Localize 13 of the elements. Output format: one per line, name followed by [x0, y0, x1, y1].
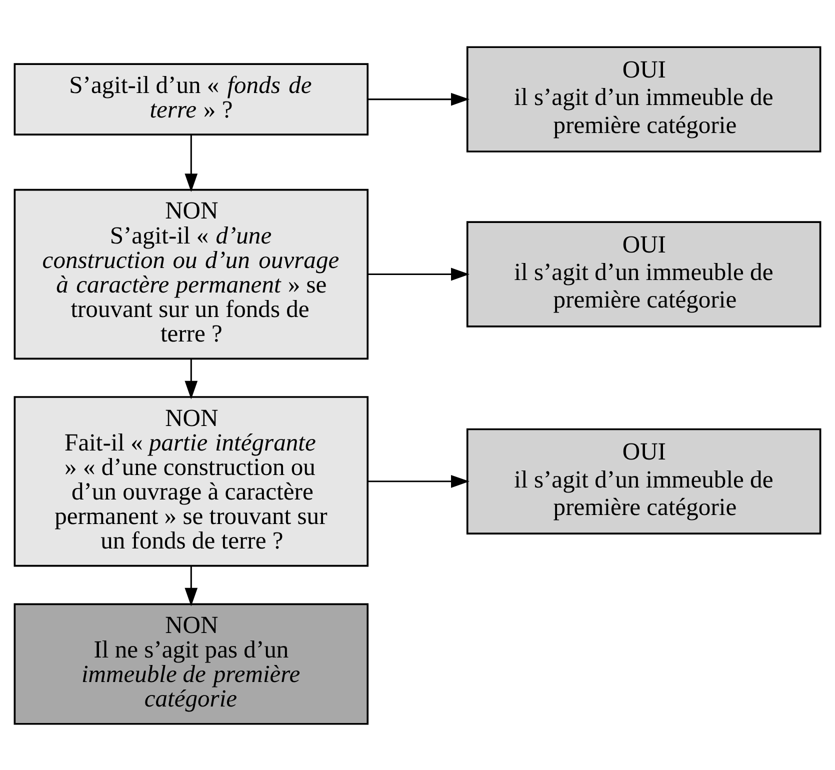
- node-box: S’agit-il d’un « fonds de terre » ?: [14, 62, 369, 136]
- arrow: [184, 358, 198, 399]
- node-box: NON Il ne s’agit pas d’un immeuble de première catégorie: [14, 602, 369, 724]
- arrow: [368, 92, 470, 106]
- arrow: [368, 474, 470, 488]
- node-box: NON Fait-il « partie intégrante » « d’une construction ou d’un ouvrage à caractère permanent » se trouvant sur un fonds de terre ?: [14, 396, 369, 566]
- node-box: NON S’agit-il « d’une construction ou d’un ouvrage à caractère permanent » se trouvant sur un fonds de terre ?: [14, 188, 369, 360]
- node-box: OUI il s’agit d’un immeuble de première catégorie: [466, 46, 822, 152]
- node-box: OUI il s’agit d’un immeuble de première catégorie: [466, 220, 822, 327]
- arrow: [368, 267, 470, 280]
- arrow: [184, 565, 198, 606]
- node-box: OUI il s’agit d’un immeuble de première catégorie: [466, 428, 822, 534]
- arrow: [184, 134, 198, 192]
